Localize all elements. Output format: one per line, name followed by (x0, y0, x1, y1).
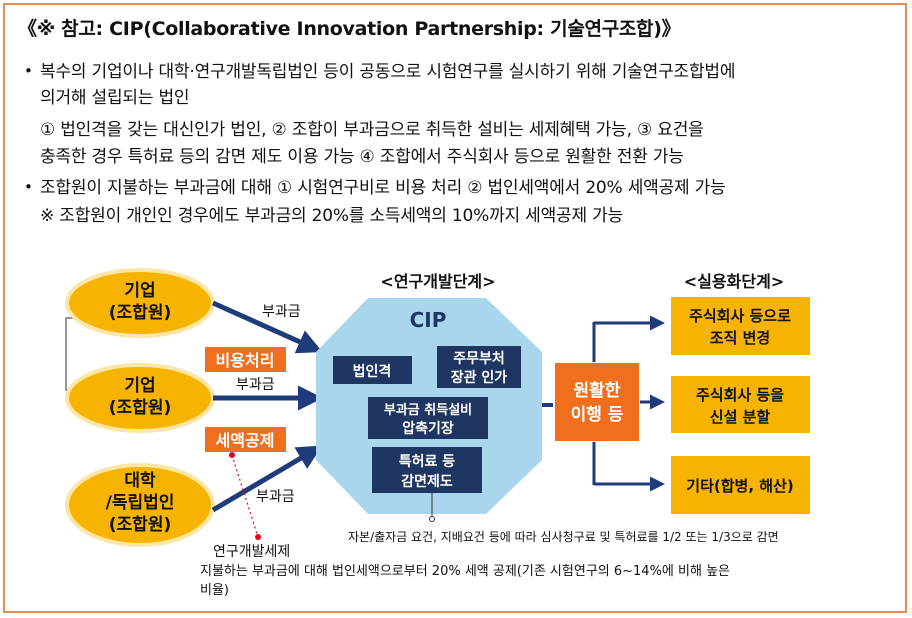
bullet1-line3: ① 법인격을 갖는 대신인가 법인, ② 조합이 부과금으로 취득한 설비는 세… (40, 120, 704, 140)
svg-text:장관 인가: 장관 인가 (451, 369, 508, 386)
member-label: (조합원) (109, 397, 171, 418)
bullet-marker: • (24, 178, 33, 196)
page-title: 《※ 참고: CIP(Collaborative Innovation Part… (18, 18, 681, 40)
cip-box-patent-fee: 특허료 등 감면제도 (372, 447, 482, 493)
svg-text:특허료 등: 특허료 등 (399, 453, 456, 470)
levy-label: 부과금 (256, 489, 295, 505)
svg-text:이행 등: 이행 등 (571, 405, 624, 425)
member-university: 대학 /독립법인 (조합원) (65, 463, 215, 547)
outcome-other: 기타(합병, 해산) (671, 456, 810, 514)
cip-box-equipment: 부과금 취득설비 압축기장 (368, 397, 488, 439)
content-frame (3, 3, 907, 613)
stage-commercial-label: <실용화단계> (684, 272, 784, 291)
outcome-split: 주식회사 등을 신설 분할 (671, 376, 810, 433)
bullet1-line2: 의거해 설립되는 법인 (40, 88, 190, 108)
rd-tax-label: 연구개발세제 (213, 544, 290, 560)
tax-credit-tag-label: 세액공제 (216, 431, 275, 450)
svg-text:원활한: 원활한 (574, 380, 621, 401)
cip-box-ministry-approval: 주무부처 장관 인가 (437, 346, 521, 388)
svg-text:주무부처: 주무부처 (453, 351, 505, 367)
rd-tax-note: 비율) (200, 583, 229, 598)
member-label: (조합원) (109, 302, 171, 323)
bullet2-line2: ※ 조합원이 개인인 경우에도 부과금의 20%를 소득세액의 10%까지 세액… (40, 206, 624, 226)
rd-tax-note: 지불하는 부과금에 대해 법인세액으로부터 20% 세액 공제(기존 시험연구의… (200, 564, 730, 579)
member-label: 기업 (124, 376, 155, 396)
svg-text:주식회사 등을: 주식회사 등을 (696, 386, 784, 404)
cip-label: CIP (410, 308, 447, 332)
svg-text:부과금 취득설비: 부과금 취득설비 (384, 402, 472, 418)
rd-tax-link (231, 454, 259, 538)
bullet1-line1: 복수의 기업이나 대학·연구개발독립법인 등이 공동으로 시험연구를 실시하기 … (40, 62, 736, 82)
bullet2-line1: 조합원이 지불하는 부과금에 대해 ① 시험연구비로 비용 처리 ② 법인세액에… (40, 178, 726, 198)
levy-arrow-3 (211, 445, 323, 513)
expense-tag: 비용처리 (203, 345, 288, 374)
dot-marker (429, 516, 435, 522)
bullet-marker: • (24, 62, 33, 80)
svg-text:신설 분할: 신설 분할 (710, 408, 771, 426)
bullet1-line4: 충족한 경우 특허료 등의 감면 제도 이용 가능 ④ 조합에서 주식회사 등으… (40, 147, 684, 167)
expense-tag-label: 비용처리 (216, 351, 275, 370)
svg-text:조직 변경: 조직 변경 (710, 329, 770, 347)
levy-label: 부과금 (236, 377, 275, 393)
member-company-1: 기업 (조합원) (65, 268, 215, 338)
member-label: /독립법인 (106, 493, 175, 513)
member-label: 대학 (124, 471, 156, 491)
svg-text:압축기장: 압축기장 (402, 420, 454, 437)
dot-marker (229, 452, 235, 458)
levy-label: 부과금 (262, 304, 301, 320)
transition-box: 원활한 이행 등 (553, 361, 641, 443)
tax-credit-tag: 세액공제 (203, 425, 288, 454)
svg-text:기타(합병, 해산): 기타(합병, 해산) (686, 477, 793, 495)
member-company-2: 기업 (조합원) (65, 363, 215, 433)
stage-rd-label: <연구개발단계> (380, 272, 495, 291)
svg-text:주식회사 등으로: 주식회사 등으로 (689, 307, 791, 325)
patent-note: 자본/출자금 요건, 지배요건 등에 따라 심사청구료 및 특허료를 1/2 또… (348, 530, 779, 544)
member-label: (조합원) (109, 514, 171, 535)
levy-arrow-1 (211, 300, 323, 354)
cip-box-legal-entity: 법인격 (333, 356, 412, 384)
svg-text:감면제도: 감면제도 (401, 473, 453, 490)
dot-marker (255, 534, 261, 540)
svg-text:법인격: 법인격 (353, 363, 392, 380)
member-label: 기업 (124, 281, 155, 301)
outcome-reorganize: 주식회사 등으로 조직 변경 (671, 297, 810, 355)
